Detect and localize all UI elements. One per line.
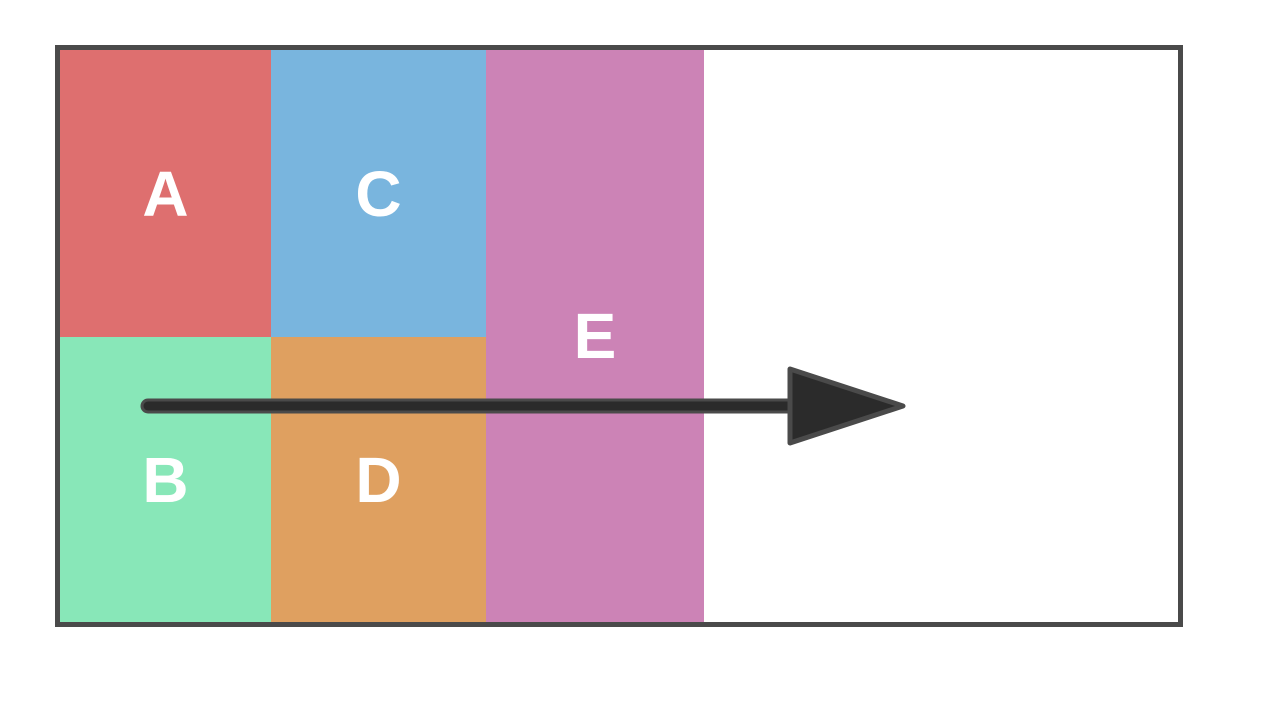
- block-c: C: [271, 50, 486, 337]
- block-d: D: [271, 337, 486, 622]
- block-c-label: C: [355, 157, 402, 230]
- block-b: B: [60, 337, 271, 622]
- block-b-label: B: [142, 443, 189, 516]
- diagram-frame: A C E B D: [55, 45, 1183, 627]
- block-a-label: A: [142, 157, 189, 230]
- block-e-label: E: [573, 300, 617, 372]
- block-d-label: D: [355, 443, 402, 516]
- block-a: A: [60, 50, 271, 337]
- block-e: E: [486, 50, 704, 622]
